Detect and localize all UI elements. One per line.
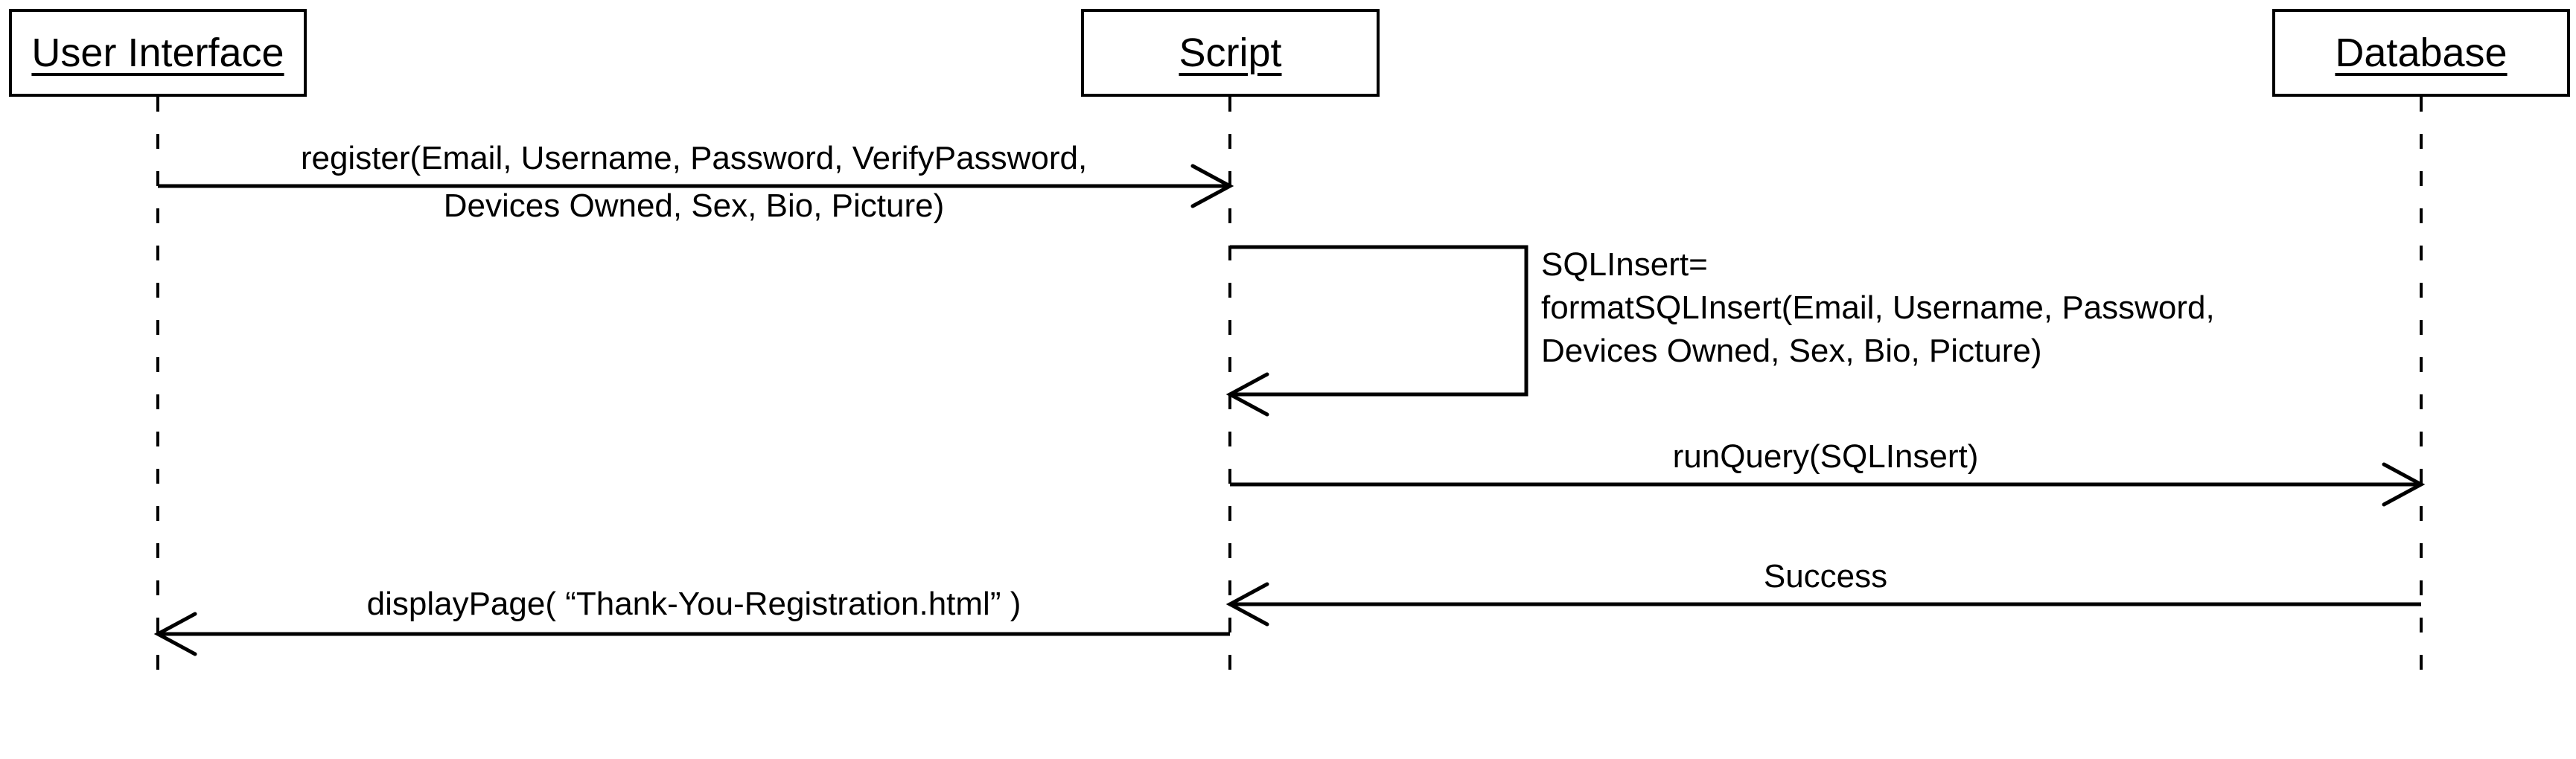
arrowhead-display-page [153, 612, 197, 656]
self-message-loop-format-sql-insert [1230, 245, 1528, 397]
actor-label-database: Database [2335, 31, 2508, 75]
arrowhead-run-query [2382, 462, 2426, 507]
message-label-success: Success [1763, 558, 1888, 595]
message-label-display-page: displayPage( “Thank-You-Registration.htm… [366, 586, 1021, 622]
message-label-register-line1: register(Email, Username, Password, Veri… [300, 140, 1088, 176]
message-label-format-sql-insert-line2: formatSQLInsert(Email, Username, Passwor… [1541, 289, 2215, 326]
arrowhead-register [1190, 164, 1234, 208]
actor-box-database: Database [2272, 9, 2570, 97]
arrowhead-format-sql-insert [1225, 372, 1269, 417]
actor-label-script: Script [1179, 31, 1282, 75]
message-label-format-sql-insert-line1: SQLInsert= [1541, 246, 1708, 283]
actor-box-script: Script [1081, 9, 1380, 97]
message-label-run-query: runQuery(SQLInsert) [1672, 438, 1979, 475]
message-label-format-sql-insert: SQLInsert= formatSQLInsert(Email, Userna… [1541, 243, 2215, 373]
arrowhead-success [1225, 582, 1269, 627]
actor-box-user-interface: User Interface [9, 9, 307, 97]
actor-label-user-interface: User Interface [31, 31, 284, 75]
message-label-register-line2: Devices Owned, Sex, Bio, Picture) [443, 188, 945, 224]
message-label-format-sql-insert-line3: Devices Owned, Sex, Bio, Picture) [1541, 333, 2042, 369]
